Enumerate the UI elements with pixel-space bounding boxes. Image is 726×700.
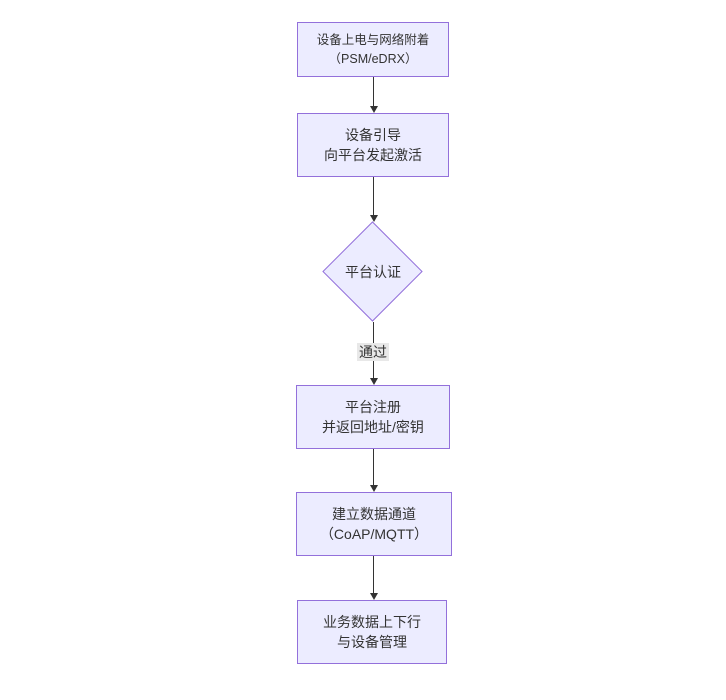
node-text-line: 设备上电与网络附着 (316, 32, 430, 47)
node-text-line: 与设备管理 (337, 634, 407, 650)
node-text-line: 平台注册 (345, 399, 401, 415)
flow-node-power-attach: 设备上电与网络附着 （PSM/eDRX） (297, 22, 449, 77)
flow-node-business-data: 业务数据上下行 与设备管理 (297, 600, 447, 664)
node-text-line: 建立数据通道 (332, 506, 416, 522)
node-text-line: 并返回地址/密钥 (322, 419, 424, 435)
arrowhead-icon (369, 106, 378, 113)
edge-label-pass: 通过 (357, 343, 389, 361)
edge-line (373, 449, 374, 485)
arrowhead-icon (369, 593, 378, 600)
edge-line (373, 556, 374, 593)
node-text-line: （CoAP/MQTT） (319, 526, 429, 542)
edge-line (373, 77, 374, 106)
arrowhead-icon (369, 215, 378, 222)
edge-arrow-5 (369, 556, 378, 600)
node-text-line: 平台认证 (345, 264, 401, 280)
flow-node-data-channel: 建立数据通道 （CoAP/MQTT） (296, 492, 452, 556)
node-text-line: 业务数据上下行 (323, 614, 421, 630)
edge-line (373, 177, 374, 215)
edge-arrow-2 (369, 177, 378, 222)
node-text-line: 设备引导 (345, 127, 401, 143)
node-text-line: 向平台发起激活 (324, 147, 422, 163)
arrowhead-icon (369, 378, 378, 385)
edge-arrow-4 (369, 449, 378, 492)
arrowhead-icon (369, 485, 378, 492)
node-text-line: （PSM/eDRX） (328, 51, 418, 66)
edge-arrow-1 (369, 77, 378, 113)
flow-node-platform-auth: 平台认证 (322, 221, 423, 322)
flow-node-register: 平台注册 并返回地址/密钥 (296, 385, 450, 449)
flow-node-bootstrap: 设备引导 向平台发起激活 (297, 113, 449, 177)
